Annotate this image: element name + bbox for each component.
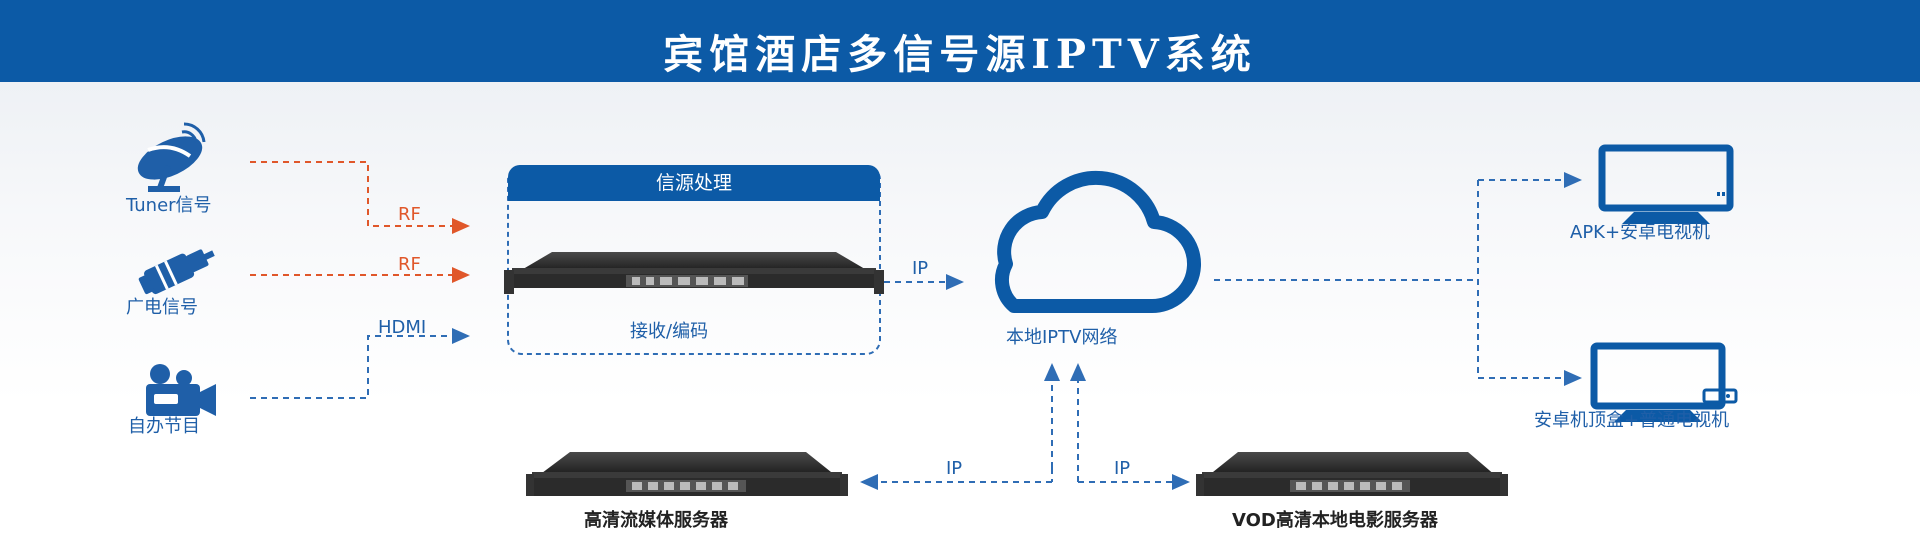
rf-label-1: RF: [398, 204, 421, 225]
ip-label-vod: IP: [1114, 458, 1131, 479]
video-camera-icon: [146, 364, 216, 416]
encoder-device: [504, 252, 884, 294]
rf-label-2: RF: [398, 254, 421, 275]
page-title: 宾馆酒店多信号源IPTV系统: [663, 31, 1257, 78]
cloud-icon: [995, 170, 1202, 314]
cable-connector-icon: [138, 249, 215, 295]
vod-server-device: [1196, 452, 1508, 496]
satellite-dish-icon: [137, 122, 206, 192]
source-label-tuner: Tuner信号: [126, 195, 212, 216]
streaming-server-label: 高清流媒体服务器: [584, 510, 728, 531]
title-banner: [0, 0, 1920, 82]
ip-label-streaming: IP: [946, 458, 963, 479]
tv-icon: [1598, 144, 1734, 224]
streaming-server-device: [526, 452, 848, 496]
tv-settop-box-icon: [1590, 342, 1738, 422]
encoder-label: 接收/编码: [630, 321, 709, 342]
output-label-android-tv: APK+安卓电视机: [1570, 222, 1711, 243]
output-label-settop-box: 安卓机顶盒+普通电视机: [1534, 410, 1730, 431]
hdmi-link: [250, 328, 470, 399]
ip-label-to-cloud: IP: [912, 258, 929, 279]
hdmi-label: HDMI: [378, 317, 427, 338]
vod-server-label: VOD高清本地电影服务器: [1232, 510, 1438, 531]
source-label-cable: 广电信号: [126, 297, 198, 318]
source-label-own-program: 自办节目: [128, 416, 200, 437]
signal-processing-title: 信源处理: [508, 165, 880, 201]
network-label: 本地IPTV网络: [1006, 327, 1118, 348]
rf-link-1: [250, 161, 470, 234]
